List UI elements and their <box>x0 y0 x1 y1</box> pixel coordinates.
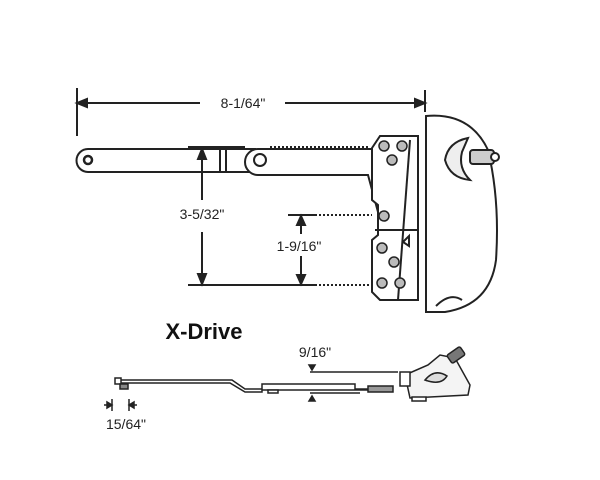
stud-width-dimension <box>104 399 137 411</box>
stud-offset-dimension <box>288 213 372 287</box>
handle-cover <box>425 114 500 313</box>
arm-offset-label: 3-5/32" <box>180 206 225 222</box>
arm-offset-dimension <box>188 146 375 287</box>
stud-offset-label: 1-9/16" <box>277 238 322 254</box>
diagram-title: X-Drive <box>165 319 242 344</box>
operator-arm <box>75 146 394 217</box>
side-view-operator <box>114 346 471 402</box>
gear-housing <box>371 135 419 301</box>
stud-width-label: 15/64" <box>106 416 146 432</box>
side-height-label: 9/16" <box>299 344 331 360</box>
overall-length-dimension <box>74 88 428 136</box>
overall-length-label: 8-1/64" <box>221 95 266 111</box>
side-height-dimension <box>307 364 398 402</box>
